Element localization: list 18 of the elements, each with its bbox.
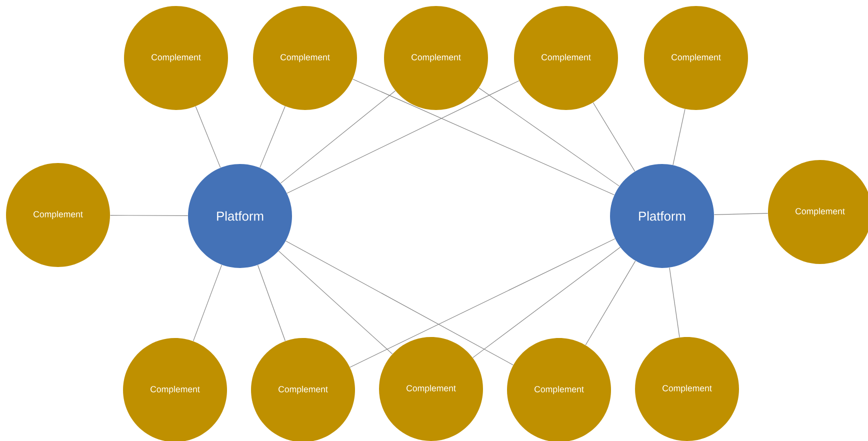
connector-line xyxy=(286,240,514,366)
connector-line xyxy=(286,80,520,194)
connector-line xyxy=(195,106,221,168)
connector-line xyxy=(352,78,615,196)
connector-line xyxy=(260,106,286,168)
connector-line xyxy=(278,250,393,354)
connector-line xyxy=(592,102,636,172)
connector-line xyxy=(350,238,616,368)
connector-line xyxy=(110,214,188,216)
connector-line xyxy=(585,260,636,346)
connector-line xyxy=(714,213,768,215)
connector-line xyxy=(472,247,620,358)
connector-line xyxy=(280,90,396,184)
connector-line xyxy=(193,264,222,342)
connector-line xyxy=(672,108,686,166)
connector-line xyxy=(669,267,680,338)
connector-line xyxy=(478,88,620,186)
connector-line xyxy=(258,264,286,342)
